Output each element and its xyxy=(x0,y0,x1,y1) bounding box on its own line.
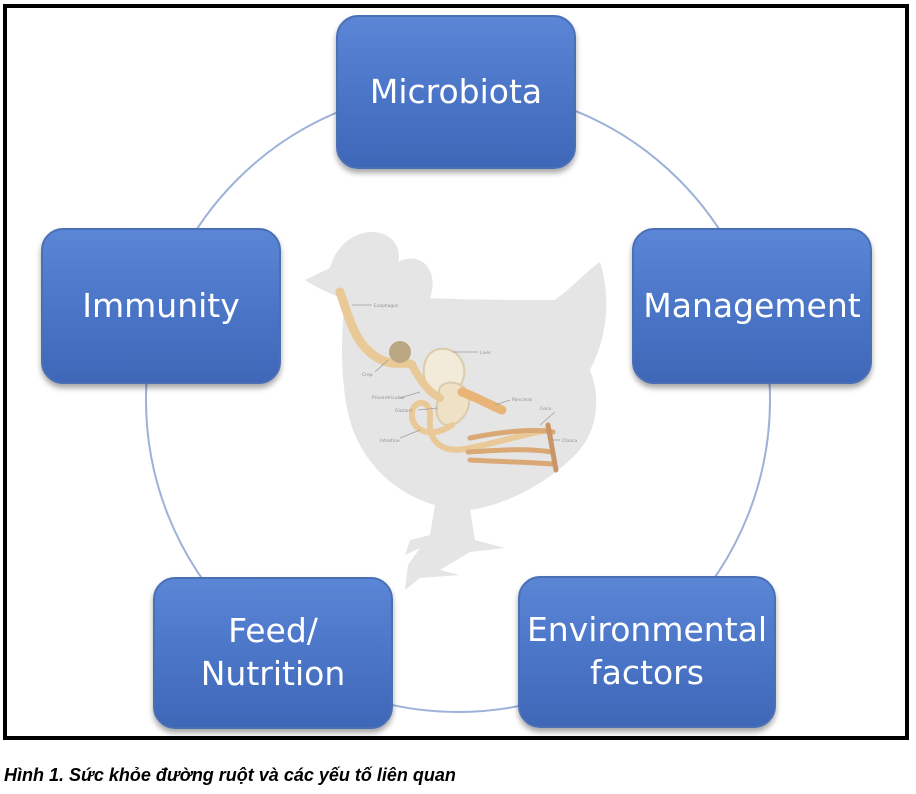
organ-label: Intestine xyxy=(380,438,400,444)
esophagus xyxy=(335,287,417,370)
organ-label: Gizzard xyxy=(395,408,412,414)
chicken-illustration: Esophagus Crop Liver Proventriculus Gizz… xyxy=(305,232,607,590)
pancreas xyxy=(457,387,507,415)
organ-label-lines xyxy=(352,304,560,441)
organ-labels: Esophagus Crop Liver Proventriculus Gizz… xyxy=(362,303,577,444)
figure-caption: Hình 1. Sức khỏe đường ruột và các yếu t… xyxy=(4,765,456,785)
organ-label: Esophagus xyxy=(374,303,399,309)
node-environmental-factors: Environmental factors xyxy=(518,576,776,728)
organ-label: Ceca xyxy=(540,406,551,412)
node-label-immunity: Immunity xyxy=(82,285,240,325)
node-immunity: Immunity xyxy=(41,228,281,384)
node-microbiota: Microbiota xyxy=(336,15,576,169)
intestine xyxy=(408,400,551,453)
ceca xyxy=(465,427,556,467)
organ-label: Liver xyxy=(480,350,491,356)
crop xyxy=(389,341,411,363)
node-management: Management xyxy=(632,228,872,384)
organ-label: Pancreas xyxy=(512,397,533,403)
organ-label: Cloaca xyxy=(562,438,577,444)
organ-label: Proventriculus xyxy=(372,395,405,401)
node-feed-nutrition: Feed/ Nutrition xyxy=(153,577,393,729)
cloaca xyxy=(545,422,559,473)
node-label-feed-nutrition: Feed/ Nutrition xyxy=(200,611,346,693)
node-label-microbiota: Microbiota xyxy=(369,71,543,111)
proventriculus xyxy=(408,361,444,402)
node-label-environmental-factors: Environmental factors xyxy=(526,610,768,692)
node-label-management: Management xyxy=(643,285,861,325)
organ-label: Crop xyxy=(362,372,373,378)
